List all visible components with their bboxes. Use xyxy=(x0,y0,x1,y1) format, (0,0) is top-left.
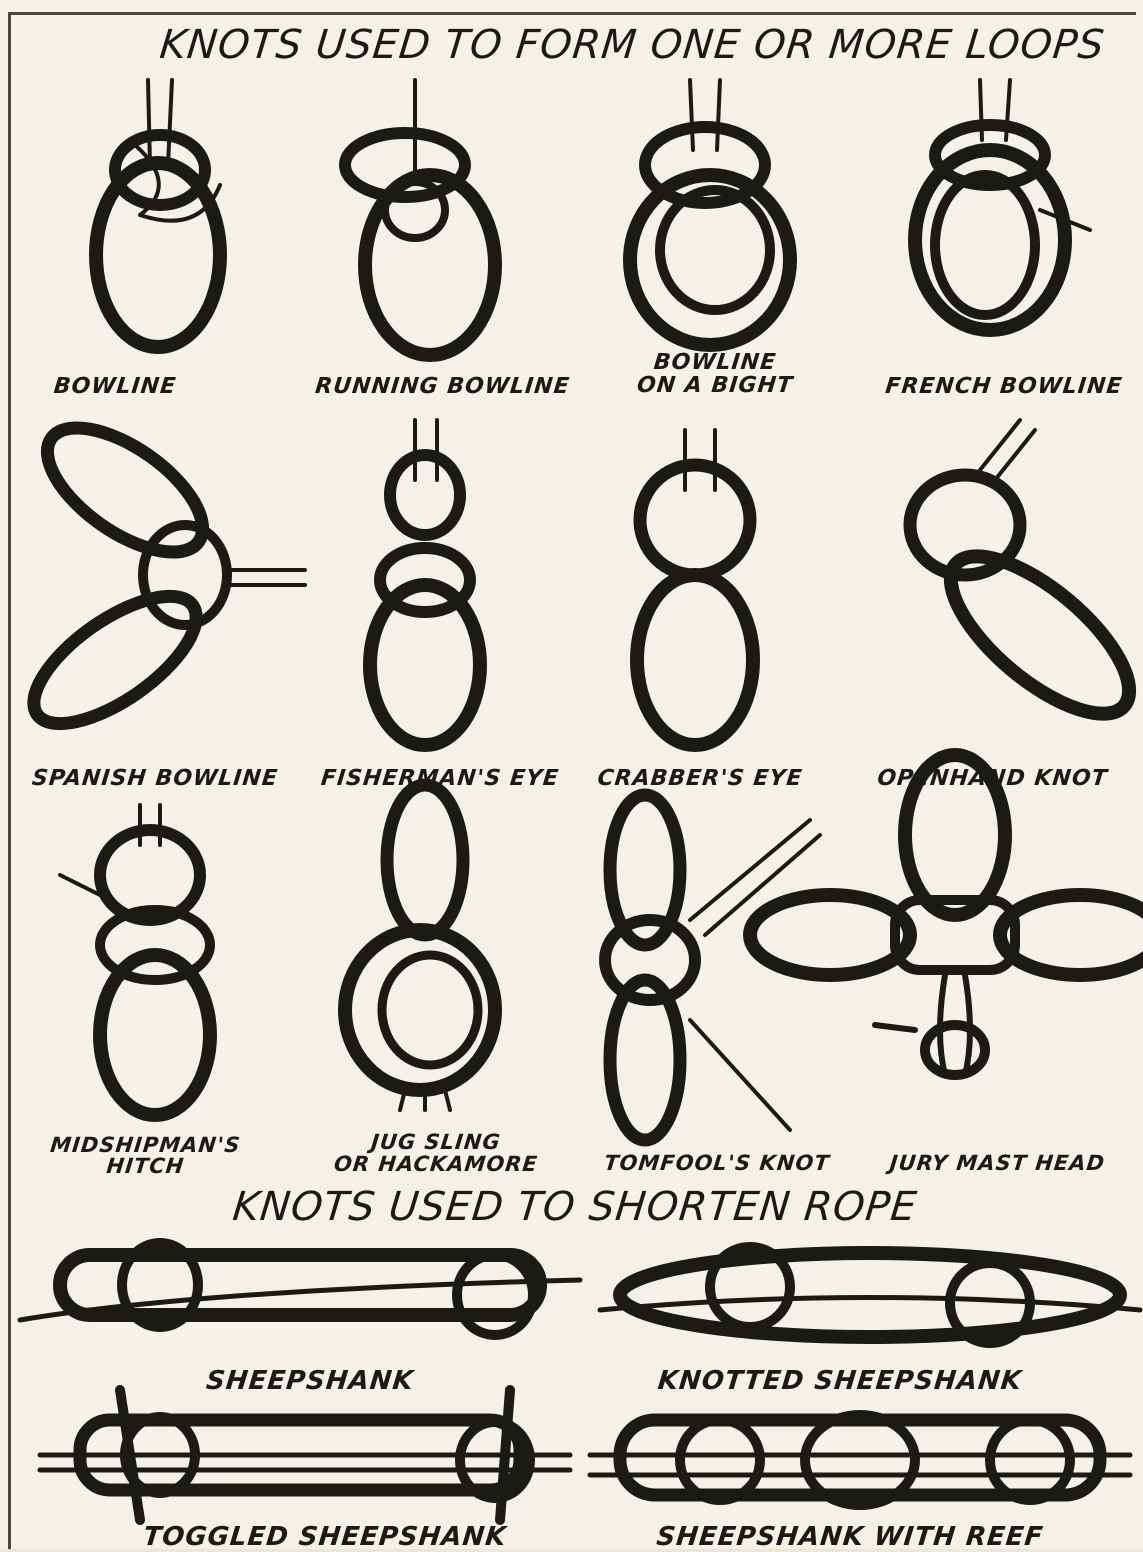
label-sheepshank-with-reef: SHEEPSHANK WITH REEF xyxy=(628,1522,1071,1552)
jury-mast-head-illustration xyxy=(750,755,1143,1075)
label-jug-sling-line2: OR HACKAMORE xyxy=(295,1153,577,1175)
bowline-on-a-bight-illustration xyxy=(630,80,790,345)
label-toggled-sheepshank: TOGGLED SHEEPSHANK xyxy=(108,1522,541,1552)
toggled-sheepshank-illustration xyxy=(40,1390,570,1520)
label-midshipmans-hitch-line1: MIDSHIPMAN'S xyxy=(17,1134,274,1156)
label-midshipmans-hitch-line2: HITCH xyxy=(17,1155,274,1177)
jug-sling-illustration xyxy=(345,785,495,1110)
sheepshank-illustration xyxy=(20,1243,580,1335)
label-french-bowline: FRENCH BOWLINE xyxy=(867,376,1141,397)
label-jug-sling-line1: JUG SLING xyxy=(295,1131,577,1153)
heading-loops: KNOTS USED TO FORM ONE OR MORE LOOPS xyxy=(158,22,1013,68)
label-running-bowline: RUNNING BOWLINE xyxy=(299,376,586,397)
knotted-sheepshank-illustration xyxy=(600,1247,1140,1343)
french-bowline-illustration xyxy=(915,80,1090,330)
label-spanish-bowline: SPANISH BOWLINE xyxy=(9,768,301,789)
label-sheepshank: SHEEPSHANK xyxy=(148,1366,471,1396)
label-bowline-on-bight-line1: BOWLINE xyxy=(609,352,821,373)
spanish-bowline-illustration xyxy=(14,404,305,747)
bowline-illustration xyxy=(96,80,220,347)
label-bowline: BOWLINE xyxy=(29,376,201,397)
crabbers-eye-illustration xyxy=(637,430,753,745)
fishermans-eye-illustration xyxy=(370,420,480,745)
label-tomfools-knot: TOMFOOL'S KNOT xyxy=(591,1152,843,1174)
label-fishermans-eye: FISHERMAN'S EYE xyxy=(314,768,566,789)
label-openhand-knot: OPENHAND KNOT xyxy=(859,768,1126,789)
openhand-knot-illustration xyxy=(910,420,1143,740)
running-bowline-illustration xyxy=(345,80,495,355)
midshipmans-hitch-illustration xyxy=(60,805,210,1115)
sheepshank-with-reef-illustration xyxy=(590,1415,1130,1505)
label-crabbers-eye: CRABBER'S EYE xyxy=(584,768,816,789)
label-knotted-sheepshank: KNOTTED SHEEPSHANK xyxy=(613,1366,1066,1396)
label-bowline-on-bight-line2: ON A BIGHT xyxy=(609,375,821,396)
label-jury-mast-head: JURY MAST HEAD xyxy=(854,1152,1141,1174)
heading-shorten: KNOTS USED TO SHORTEN ROPE xyxy=(223,1184,928,1230)
